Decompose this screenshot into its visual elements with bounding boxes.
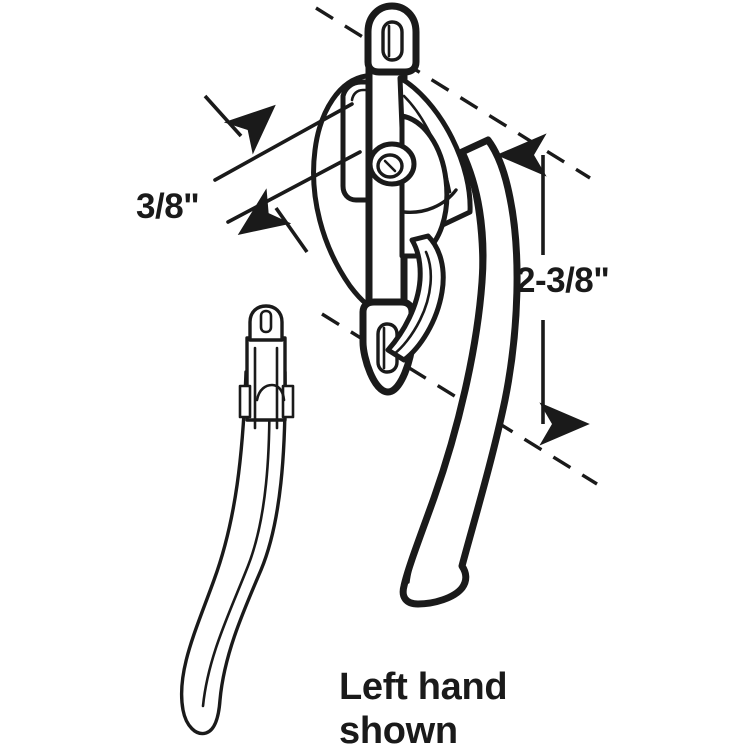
lever-handle-inner-edge [406, 174, 483, 584]
companion-handle-right-tab [281, 384, 295, 419]
companion-handle-left-tab [238, 384, 252, 419]
pivot-rivet-slot [383, 159, 397, 173]
thickness-arrow-upper [203, 94, 276, 155]
handle-thumb-scoop-edge [392, 250, 433, 356]
hole-spacing-dimension: 2-3/8" [496, 133, 610, 446]
thickness-leader-upper [213, 102, 354, 182]
cam-hook-inner-edge [350, 88, 371, 194]
caption: Left hand shown [339, 666, 508, 752]
thickness-dimension: 3/8" [136, 94, 362, 254]
lock-body-assembly [311, 2, 521, 608]
upper-mounting-slot [381, 20, 404, 62]
caption-line-2: shown [339, 710, 458, 752]
caption-line-1: Left hand [339, 666, 507, 708]
upper-extension-line [315, 6, 591, 180]
handle-underside-contour [402, 188, 458, 214]
companion-handle-head-slot [259, 309, 273, 334]
companion-handle-inner-edge [201, 376, 271, 708]
companion-handle-arch [255, 383, 286, 402]
thickness-arrow-lower [237, 188, 309, 254]
companion-handle [179, 304, 295, 736]
companion-handle-shaft [245, 336, 287, 422]
hole-spacing-label: 2-3/8" [516, 261, 609, 300]
thickness-label: 3/8" [136, 187, 199, 226]
companion-handle-blade [179, 370, 287, 736]
